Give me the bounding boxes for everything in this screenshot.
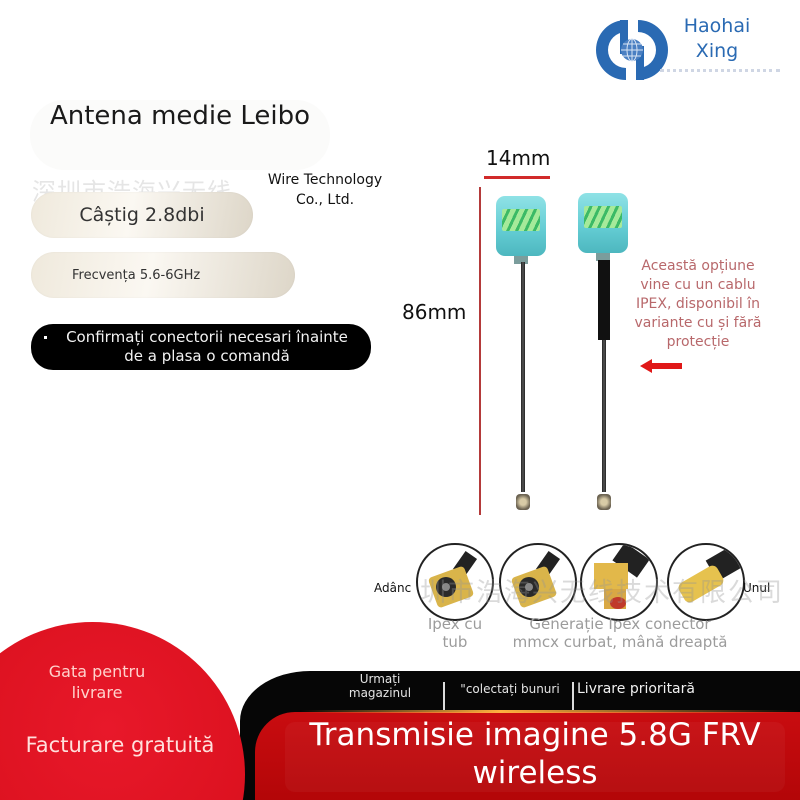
banner-glow-line xyxy=(300,710,800,713)
connector-caption-generation: Generație Ipex conector mmcx curbat, mân… xyxy=(512,615,728,651)
connector-label-right: Unul xyxy=(743,581,771,595)
collect-items-link[interactable]: "colectați bunuri xyxy=(460,682,560,696)
gain-pill xyxy=(31,192,253,238)
banner-red-area xyxy=(255,712,800,800)
bullet-icon xyxy=(44,336,47,339)
width-dimension-label: 14mm xyxy=(486,146,551,170)
connector-caption-ipex: Ipex cu tub xyxy=(427,615,483,651)
promo-circle xyxy=(0,622,245,800)
height-dimension-line xyxy=(479,187,481,515)
brand-subtitle-decoration xyxy=(660,62,780,72)
frequency-spec: Frecvența 5.6-6GHz xyxy=(72,267,201,283)
antenna-head-icon xyxy=(496,196,546,264)
title-background xyxy=(30,100,330,170)
ipex-connector-icon xyxy=(597,494,611,510)
gain-spec: Câștig 2.8dbi xyxy=(79,204,205,226)
cable-sleeve xyxy=(598,260,610,340)
antenna-head-icon xyxy=(578,193,628,261)
frequency-pill xyxy=(31,252,295,298)
priority-delivery-link[interactable]: Livrare prioritară xyxy=(577,681,695,697)
headline-box xyxy=(285,722,785,792)
banner-headline: Transmisie imagine 5.8G FRV wireless xyxy=(309,717,761,791)
connector-label-left: Adânc xyxy=(374,581,412,595)
brand-line-1: Haohai xyxy=(683,15,751,37)
product-title: Antena medie Leibo xyxy=(49,101,311,131)
connector-ipex-deep-icon xyxy=(416,543,494,621)
free-invoice-text: Facturare gratuită xyxy=(25,733,215,757)
connector-ipex-gen-icon xyxy=(499,543,577,621)
nav-divider xyxy=(572,682,574,710)
left-arrow-icon xyxy=(640,358,682,373)
ipex-connector-icon xyxy=(516,494,530,510)
connector-mmcx-straight-icon xyxy=(667,543,745,621)
brand-name: Haohai Xing xyxy=(672,14,762,64)
antenna-cable xyxy=(602,340,606,492)
width-dimension-line xyxy=(484,176,550,179)
height-dimension-label: 86mm xyxy=(402,300,467,324)
antenna-cable xyxy=(521,262,525,492)
globe-h-logo-icon xyxy=(596,14,668,86)
follow-store-link[interactable]: Urmați magazinul xyxy=(348,672,412,700)
connector-mmcx-curved-icon xyxy=(580,543,658,621)
brand-line-2: Xing xyxy=(695,40,739,62)
nav-divider xyxy=(443,682,445,710)
company-name: Wire Technology Co., Ltd. xyxy=(267,172,383,208)
watermark-text: 圳市浩海兴无线技术有限公司 xyxy=(420,578,785,608)
option-note: Această opțiune vine cu un cablu IPEX, d… xyxy=(634,258,762,350)
ready-to-ship-text: Gata pentru livrare xyxy=(48,662,146,702)
order-notice: Confirmați conectorii necesari înainte d… xyxy=(31,324,371,370)
